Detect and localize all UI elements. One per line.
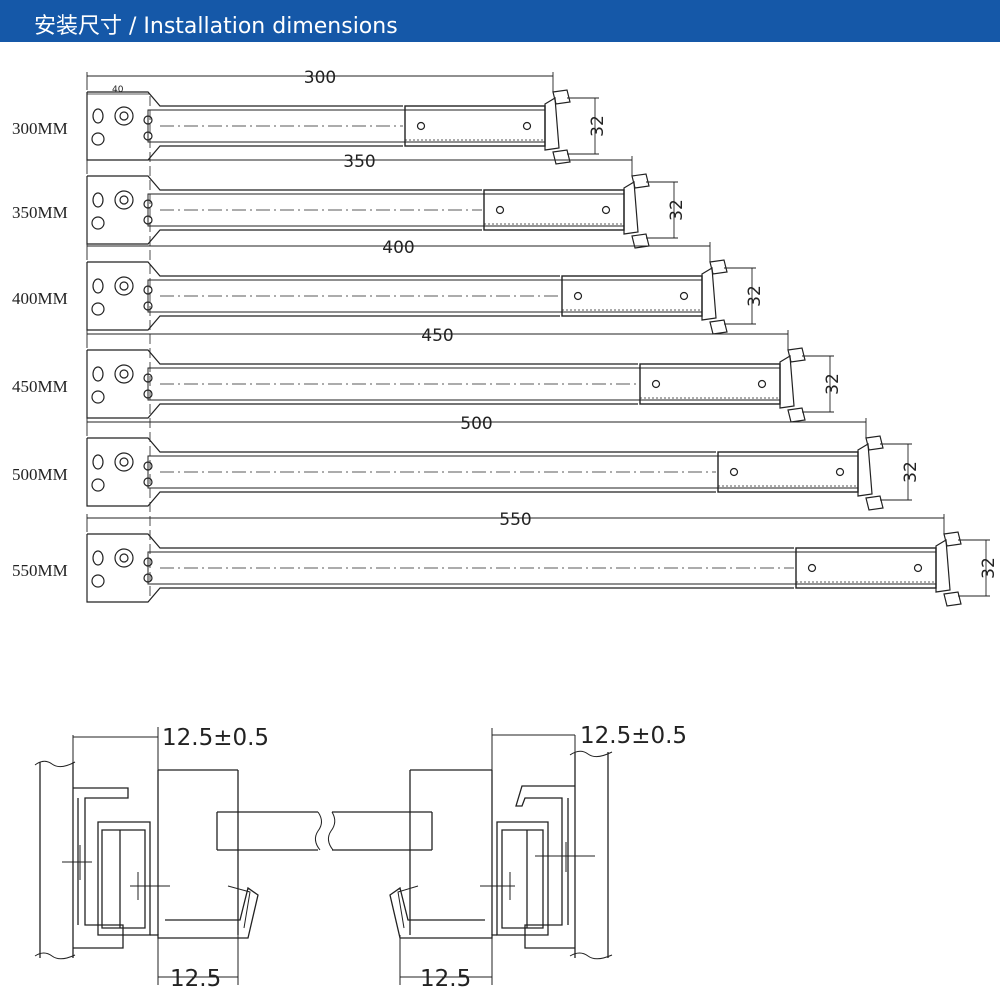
slide-row	[86, 242, 756, 335]
right-gap-dimension: 12.5±0.5	[580, 723, 687, 749]
page-title: 安装尺寸 / Installation dimensions	[34, 14, 398, 39]
length-dimension: 450	[421, 326, 453, 346]
size-label: 550MM	[12, 561, 68, 580]
height-dimension: 32	[588, 115, 608, 137]
slide-row	[86, 514, 990, 607]
size-label: 300MM	[12, 119, 68, 138]
small-dimension: 40	[112, 85, 124, 95]
size-label: 450MM	[12, 377, 68, 396]
length-dimension: 400	[382, 238, 414, 258]
left-gap-dimension: 12.5±0.5	[162, 725, 269, 751]
installation-diagram: 300MM 300 32 350MM 350 32 400MM 400 32 450MM 450 32…	[12, 68, 999, 992]
slide-rows: 300MM 300 32 350MM 350 32 400MM 400 32 450MM 450 32…	[12, 68, 999, 607]
size-label: 400MM	[12, 289, 68, 308]
slide-row	[86, 72, 599, 165]
height-dimension: 32	[901, 461, 921, 483]
height-dimension: 32	[745, 285, 765, 307]
slide-row	[86, 156, 678, 249]
size-label: 350MM	[12, 203, 68, 222]
height-dimension: 32	[979, 557, 999, 579]
length-dimension: 500	[460, 414, 492, 434]
cross-section-left	[34, 727, 322, 985]
header-bar: 安装尺寸 / Installation dimensions	[0, 0, 1000, 42]
slide-row	[86, 418, 912, 511]
height-dimension: 32	[667, 199, 687, 221]
left-bottom-dimension: 12.5	[170, 966, 221, 992]
size-label: 500MM	[12, 465, 68, 484]
length-dimension: 350	[343, 152, 375, 172]
height-dimension: 32	[823, 373, 843, 395]
right-bottom-dimension: 12.5	[420, 966, 471, 992]
length-dimension: 300	[304, 68, 336, 88]
length-dimension: 550	[499, 510, 531, 530]
slide-row	[86, 330, 834, 423]
cross-section-right	[327, 728, 613, 985]
